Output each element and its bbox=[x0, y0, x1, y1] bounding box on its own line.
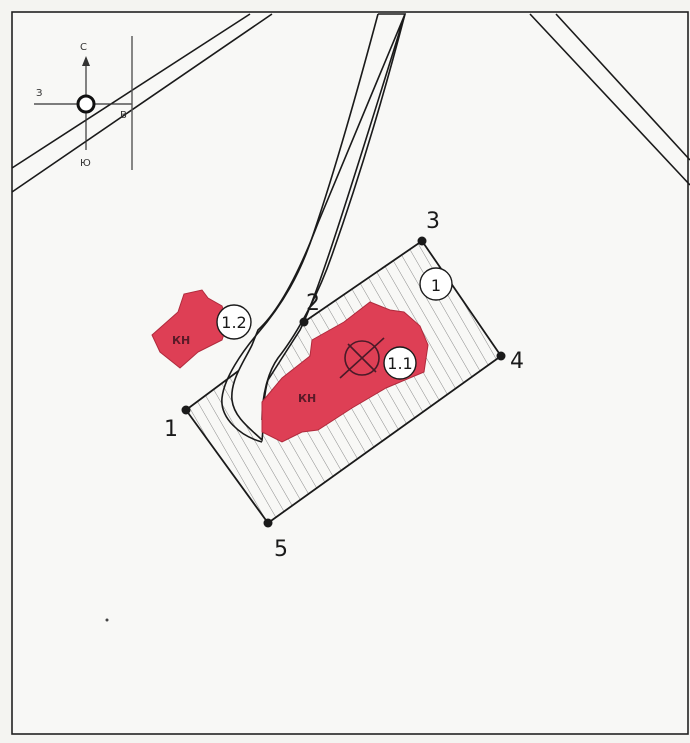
svg-text:1: 1 bbox=[431, 276, 441, 295]
parcel-point-3[interactable] bbox=[417, 236, 427, 246]
road-edge bbox=[11, 13, 273, 193]
svg-text:1.2: 1.2 bbox=[221, 313, 246, 332]
north-arrow-icon bbox=[82, 56, 90, 66]
access-path-edge bbox=[221, 13, 379, 443]
point-label-3: 3 bbox=[426, 209, 440, 234]
point-label-1: 1 bbox=[164, 417, 178, 442]
building-1-1-type: КН bbox=[298, 392, 316, 405]
road-edge bbox=[11, 13, 251, 169]
compass-rose: С Ю З В bbox=[34, 36, 133, 170]
building-1-2-type: КН bbox=[172, 334, 190, 347]
road-edge bbox=[555, 13, 690, 161]
parcel-point-4[interactable] bbox=[496, 351, 506, 361]
access-path-edge bbox=[261, 13, 406, 421]
parcel-point-2[interactable] bbox=[299, 317, 309, 327]
svg-text:1.1: 1.1 bbox=[387, 354, 412, 373]
road-edge bbox=[529, 13, 690, 186]
badge-parcel-1: 1 bbox=[419, 267, 453, 301]
road-lines bbox=[11, 13, 690, 193]
compass-north: С bbox=[80, 42, 87, 53]
point-label-5: 5 bbox=[274, 537, 288, 562]
scan-speck bbox=[105, 618, 109, 622]
compass-east: В bbox=[120, 110, 127, 121]
building-center-marker bbox=[339, 337, 385, 379]
parcel-point-1[interactable] bbox=[181, 405, 191, 415]
compass-west: З bbox=[36, 88, 42, 99]
compass-south: Ю bbox=[80, 158, 91, 169]
parcel-point-5[interactable] bbox=[263, 518, 273, 528]
badge-building-1-2: 1.2 bbox=[216, 304, 252, 340]
badge-building-1-1: 1.1 bbox=[383, 346, 417, 380]
point-label-4: 4 bbox=[510, 349, 524, 374]
building-1-1[interactable] bbox=[261, 301, 429, 443]
parcel-points bbox=[181, 236, 506, 528]
point-label-2: 2 bbox=[306, 291, 320, 316]
